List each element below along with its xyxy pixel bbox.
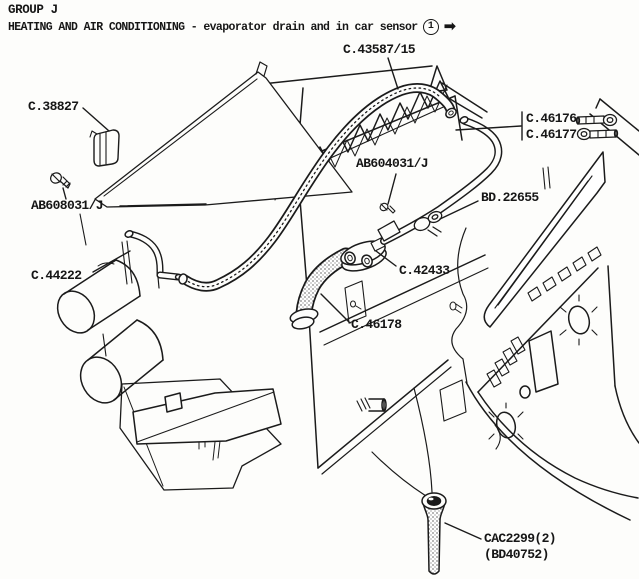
part-label-CAC2299: CAC2299(2) [484,531,557,546]
sensor-screws-c46176-c46177-drawing [575,113,619,141]
drain-flange-c42433-drawing [340,237,387,272]
section-title-row: HEATING AND AIR CONDITIONING - evaporato… [8,16,457,35]
drain-hose-c43587-drawing [178,83,457,292]
air-duct-drawing [132,388,282,461]
drain-hose-c44222-drawing [124,230,184,289]
part-label-BD22655: BD.22655 [481,190,539,205]
sensor-tube-drawing [377,116,503,245]
group-title: GROUP J [8,3,58,17]
screw-ab604031-drawing [379,202,396,214]
leader-lines [62,57,523,540]
top-panel-drawing [94,61,353,208]
part-label-AB604031J: AB604031/J [356,156,429,171]
figure-number-badge: 1 [422,19,439,35]
dashboard-panel-drawing [451,98,639,521]
part-label-AB608031J: AB608031/J [31,198,104,213]
part-label-BD40752: (BD40752) [484,547,549,562]
part-label-C46177: C.46177 [526,127,577,142]
screw-ab608031-drawing [50,172,71,189]
right-arrow-icon: ➡ [443,16,457,35]
part-label-C46176: C.46176 [526,111,577,126]
drain-tube-cac2299-drawing [371,387,447,575]
part-label-C44222: C.44222 [31,268,82,283]
elbow-hose-c46178-drawing [289,247,355,330]
part-label-C43587-15: C.43587/15 [343,42,416,57]
part-label-C38827: C.38827 [28,99,79,114]
clip-c38827-drawing [89,129,120,167]
part-label-C46178: C.46178 [351,317,402,332]
hose-clip-bd22655-drawing [413,210,443,237]
section-title: HEATING AND AIR CONDITIONING - evaporato… [8,20,418,34]
part-label-C42433: C.42433 [399,263,450,278]
